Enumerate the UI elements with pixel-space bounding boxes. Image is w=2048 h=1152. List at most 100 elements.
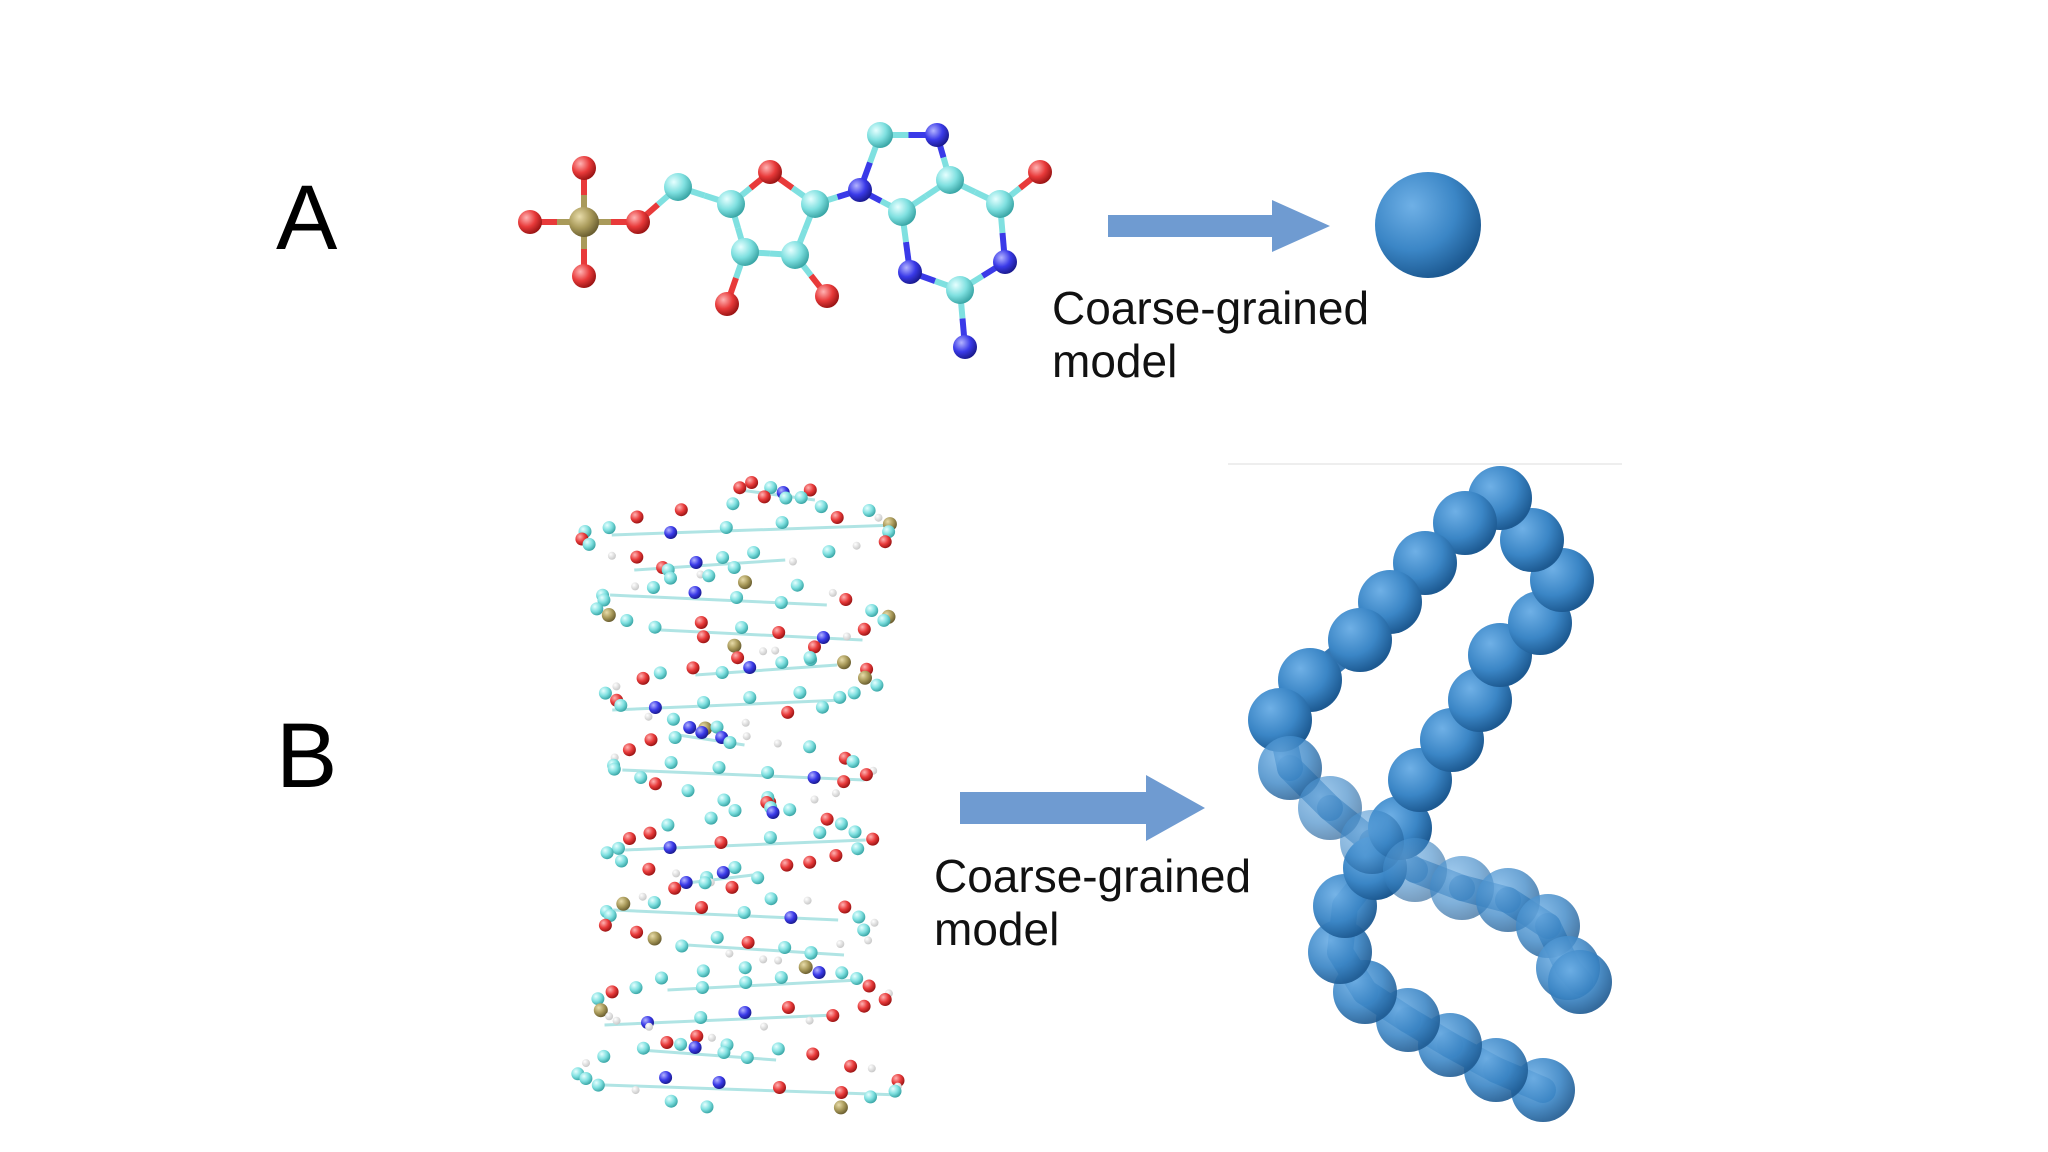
phosphorus-atom [593,1003,608,1018]
carbon-atom [717,190,745,218]
carbon-atom [702,569,716,583]
nitrogen-atom [688,1041,702,1054]
oxygen-atom [696,630,710,644]
hydrogen-atom [644,712,653,721]
phosphorus-atom [738,575,752,590]
nitrogen-atom [953,335,977,359]
oxygen-atom [668,881,682,895]
caption-b-line1: Coarse-grained [934,850,1252,902]
nitrogen-atom [659,1071,673,1084]
hydrogen-atom [638,892,647,901]
oxygen-atom [623,832,636,845]
phosphorus-atom [858,670,872,685]
carbon-atom [607,762,621,776]
carbon-atom [775,516,789,529]
hydrogen-atom [828,588,837,597]
carbon-atom [738,961,752,975]
caption-a: Coarse-grained model [1052,282,1369,388]
phosphorus-atom [616,896,631,911]
nitrogen-atom [812,966,826,979]
oxygen-atom [643,826,657,840]
carbon-atom [668,731,682,744]
oxygen-atom [636,671,650,685]
carbon-atom [694,1011,708,1024]
carbon-atom [793,686,807,699]
base-pair-bond [686,943,845,957]
carbon-atom [726,497,740,511]
hydrogen-atom [867,1064,876,1073]
carbon-atom [846,755,860,768]
oxygen-atom [690,1029,704,1043]
hydrogen-atom [774,956,783,965]
oxygen-atom [829,849,843,862]
oxygen-atom [815,284,839,308]
base-pair-bond [622,768,865,782]
oxygen-atom [622,743,636,757]
carbon-atom [727,561,741,574]
oxygen-atom [834,1086,848,1099]
hydrogen-atom [836,940,845,948]
oxygen-atom [773,1081,786,1094]
hydrogen-atom [605,1012,614,1021]
oxygen-atom [820,812,834,826]
hydrogen-atom [870,918,879,927]
hydrogen-atom [773,739,782,748]
hydrogen-atom [803,896,812,905]
carbon-atom [852,910,866,924]
carbon-atom [834,817,848,831]
oxygen-atom [731,651,745,665]
carbon-atom [743,691,757,704]
base-pair-bond [604,1083,900,1097]
carbon-atom [794,491,808,504]
hydrogen-atom [864,936,873,945]
panel-label-a: A [276,167,338,269]
carbon-atom [936,166,964,194]
carbon-atom [716,551,730,564]
carbon-atom [870,678,884,692]
hydrogen-atom [788,557,797,566]
carbon-atom [579,1072,593,1085]
nucleotide-molecule [518,122,1052,359]
oxygen-atom [857,999,871,1013]
carbon-atom [597,593,611,607]
hydrogen-atom [771,646,780,655]
carbon-atom [813,826,827,839]
double-helix [571,476,905,1115]
hydrogen-atom [707,1033,716,1042]
phosphorus-atom [798,960,813,975]
oxygen-atom [837,775,851,789]
carbon-atom [851,842,865,856]
oxygen-atom [725,880,739,894]
caption-b-line2: model [934,902,1060,955]
oxygen-atom [674,503,688,517]
carbon-atom [590,602,604,616]
oxygen-atom [518,210,542,234]
base-pair-bond [640,1048,777,1062]
oxygen-atom [714,836,728,849]
carbon-atom [790,578,804,592]
nitrogen-atom [993,250,1017,274]
carbon-atom [737,906,751,919]
oxygen-atom [878,993,892,1006]
hydrogen-atom [725,949,734,958]
caption-a-line1: Coarse-grained [1052,282,1370,334]
carbon-atom [783,803,797,817]
nitrogen-atom [716,866,730,879]
carbon-atom [636,1041,650,1055]
carbon-atom [664,1094,678,1108]
chain-bead [1328,608,1392,672]
carbon-atom [695,981,709,994]
oxygen-atom [838,900,852,914]
nitrogen-atom [712,1076,726,1089]
hydrogen-atom [874,513,883,522]
phosphorus-atom [837,655,851,670]
carbon-atom [603,909,617,922]
carbon-atom [801,190,829,218]
base-pair-bond [611,523,897,537]
phosphorus-atom [833,1100,848,1115]
oxygen-atom [644,733,658,747]
carbon-atom [648,620,662,634]
hydrogen-atom [631,582,640,591]
